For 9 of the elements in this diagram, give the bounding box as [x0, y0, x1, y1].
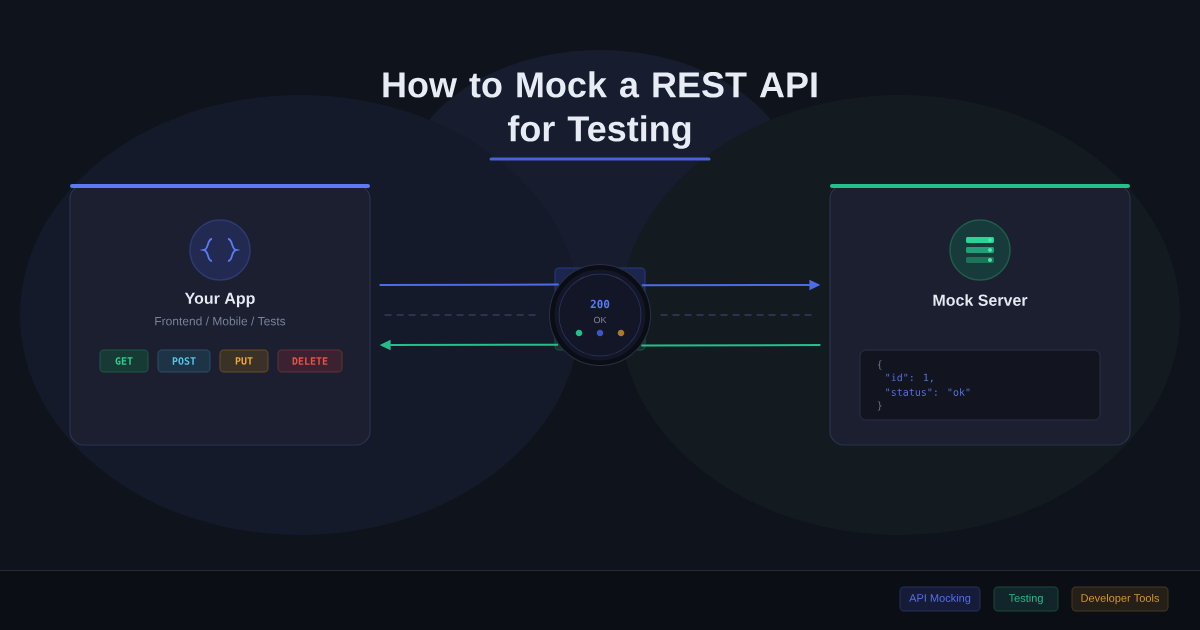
method-badge: GET	[99, 349, 149, 373]
title: How to Mock a REST API for Testing	[383, 71, 817, 149]
method-badge: DELETE	[277, 349, 343, 373]
method-badge: POST	[157, 349, 211, 373]
topic-tag: API Mocking	[899, 586, 981, 612]
topic-tag: Developer Tools	[1071, 586, 1169, 612]
code-block: { "id": 1, "status": "ok" }	[859, 349, 1101, 421]
topic-tag: Testing	[993, 586, 1059, 612]
method-badge: PUT	[219, 349, 269, 373]
